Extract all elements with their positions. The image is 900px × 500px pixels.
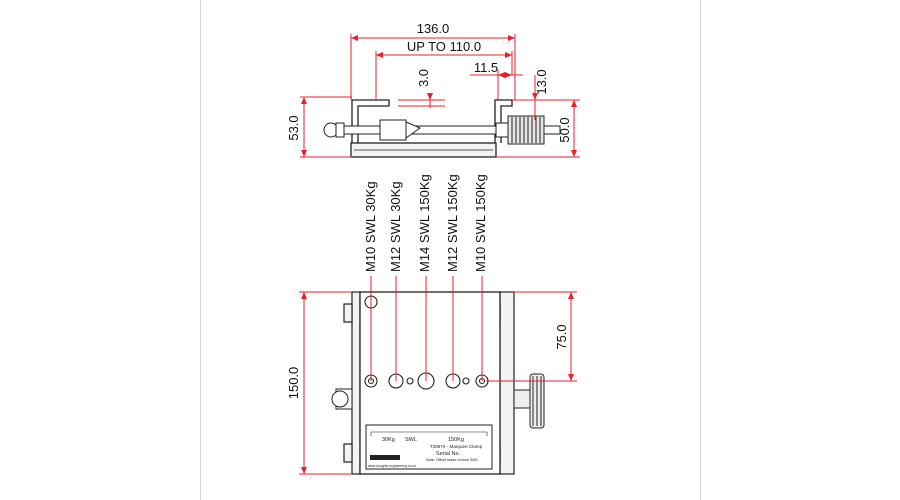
dim-jaw-opening: UP TO 110.0 <box>407 39 481 54</box>
top-view: 136.0 UP TO 110.0 11.5 3.0 13.0 53.0 50.… <box>286 21 580 158</box>
dim-overall-height: 53.0 <box>286 115 301 140</box>
pivot-pin-2 <box>462 377 470 385</box>
dim-overall-width: 136.0 <box>417 21 450 36</box>
front-view-arrowheads <box>301 292 574 474</box>
plate-load-right: 150Kg <box>448 437 464 443</box>
top-view-arrowheads <box>301 35 577 157</box>
plate-website: www.doughty-engineering.co.uk <box>368 464 416 468</box>
plate-swl: SWL <box>405 437 417 443</box>
pivot-pin <box>406 377 414 385</box>
hole-label-3: M14 SWL 150Kg <box>417 174 432 272</box>
clamp-channel-outline <box>350 99 513 158</box>
dim-front-overall-height: 150.0 <box>286 367 301 400</box>
plate-serial: Serial No. <box>436 451 461 457</box>
dim-body-height: 50.0 <box>557 117 572 142</box>
front-view: 30Kg SWL 150Kg T28670 - Marquee Clamp Se… <box>286 276 577 475</box>
left-bolt <box>331 388 353 410</box>
dim-lip-height: 13.0 <box>534 69 549 94</box>
front-view-dimension-lines <box>299 291 577 475</box>
plate-note: Note: Offset loads reduce SWL <box>426 458 478 462</box>
dim-lip-thickness: 3.0 <box>416 69 431 87</box>
hole-label-2: M12 SWL 30Kg <box>388 181 403 272</box>
screw-shaft <box>323 115 561 145</box>
plate-brand: DOUGHTY <box>376 456 395 460</box>
plate-load-left: 30Kg <box>382 437 395 443</box>
tension-knob <box>513 373 545 429</box>
hole-leader-lines <box>370 276 483 381</box>
dim-lip-length: 11.5 <box>474 60 498 75</box>
hole-label-5: M10 SWL 150Kg <box>473 174 488 272</box>
hole-label-4: M12 SWL 150Kg <box>445 174 460 272</box>
id-plate: 30Kg SWL 150Kg T28670 - Marquee Clamp Se… <box>365 424 493 470</box>
plate-part-line: T28670 - Marquee Clamp <box>430 444 483 449</box>
left-border <box>200 0 201 500</box>
dim-hole-offset: 75.0 <box>554 324 569 349</box>
right-border <box>700 0 701 500</box>
hole-label-1: M10 SWL 30Kg <box>363 181 378 272</box>
hole-labels: M10 SWL 30Kg M12 SWL 30Kg M14 SWL 150Kg … <box>363 174 488 272</box>
